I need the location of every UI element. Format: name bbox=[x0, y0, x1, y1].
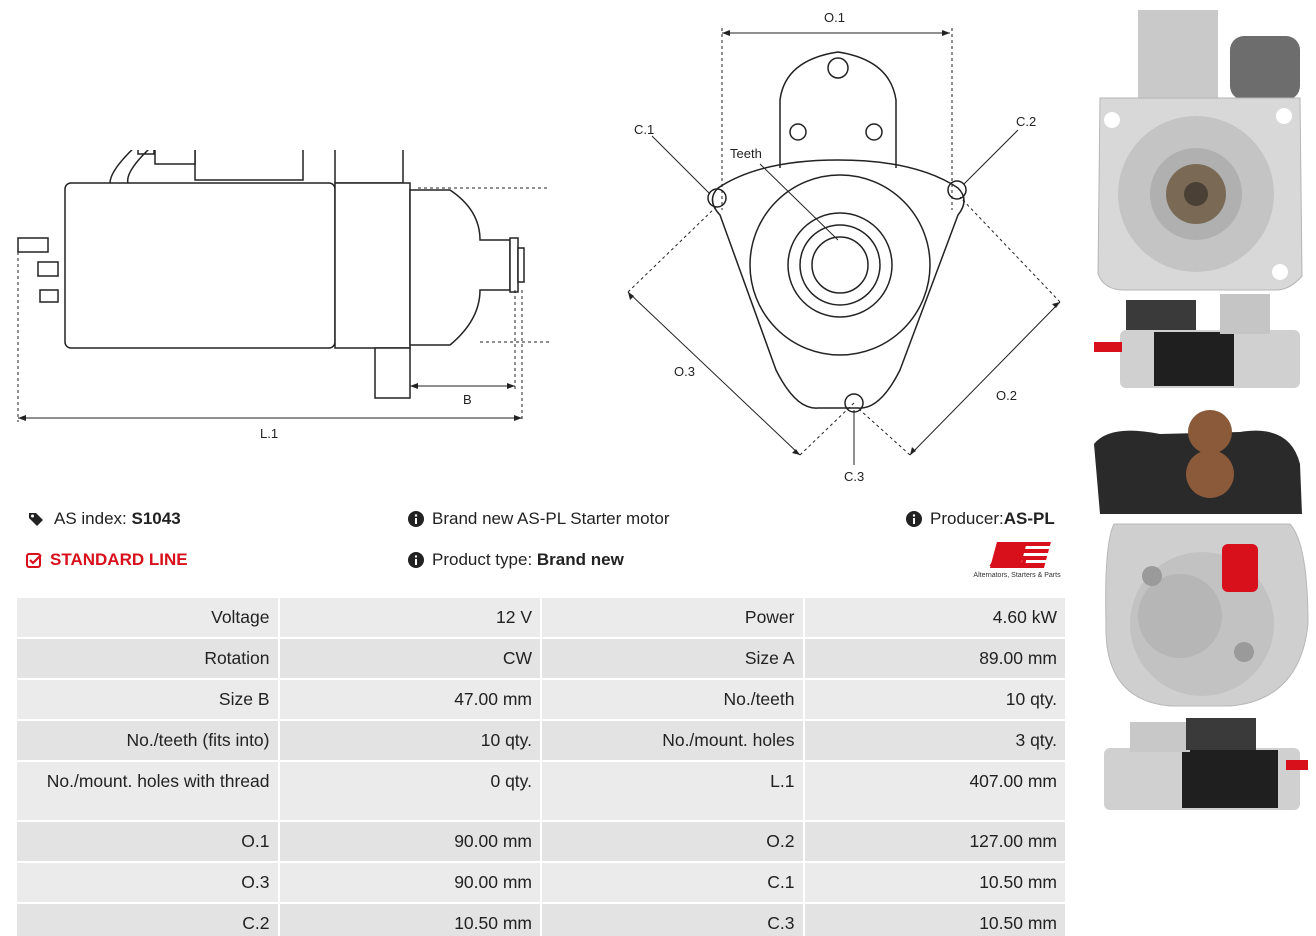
spec-label: L.1 bbox=[542, 762, 803, 820]
dim-label-c2: C.2 bbox=[1016, 114, 1036, 129]
as-index: AS index: S1043 bbox=[26, 509, 181, 529]
spec-label: Size B bbox=[17, 680, 278, 719]
spec-value: 0 qty. bbox=[279, 762, 540, 820]
spec-value: 90.00 mm bbox=[279, 863, 540, 902]
producer: Producer: AS-PL bbox=[906, 509, 1055, 529]
spec-label: C.2 bbox=[17, 904, 278, 936]
spec-label: C.3 bbox=[542, 904, 803, 936]
product-photo-rear[interactable] bbox=[1090, 404, 1312, 710]
spec-value: 89.00 mm bbox=[804, 639, 1065, 678]
as-pl-logo: AS bbox=[989, 542, 1056, 572]
info-circle-icon bbox=[408, 552, 424, 568]
dim-label-l1: L.1 bbox=[260, 426, 278, 441]
spec-label: No./teeth bbox=[542, 680, 803, 719]
spec-label: Power bbox=[542, 598, 803, 637]
side-view-drawing: L.1 B A bbox=[17, 150, 550, 441]
dim-label-teeth: Teeth bbox=[730, 146, 762, 161]
spec-value: 3 qty. bbox=[804, 721, 1065, 760]
brand-description-text: Brand new AS-PL Starter motor bbox=[432, 509, 670, 528]
spec-label: Size A bbox=[542, 639, 803, 678]
logo-tagline: Alternators, Starters & Parts bbox=[973, 572, 1061, 579]
dim-label-o1: O.1 bbox=[824, 10, 845, 25]
dim-label-o2: O.2 bbox=[996, 388, 1017, 403]
spec-value: 90.00 mm bbox=[279, 822, 540, 861]
spec-value: CW bbox=[279, 639, 540, 678]
spec-label: No./mount. holes with thread bbox=[17, 762, 278, 820]
spec-value: 407.00 mm bbox=[804, 762, 1065, 820]
spec-value: 12 V bbox=[279, 598, 540, 637]
spec-value: 127.00 mm bbox=[804, 822, 1065, 861]
producer-value: AS-PL bbox=[1003, 509, 1055, 528]
dim-label-c3: C.3 bbox=[844, 469, 864, 484]
info-circle-icon bbox=[906, 511, 922, 527]
producer-label: Producer: bbox=[930, 509, 1004, 528]
spec-label: No./teeth (fits into) bbox=[17, 721, 278, 760]
table-row: No./teeth (fits into)10 qty.No./mount. h… bbox=[17, 721, 1065, 760]
spec-value: 4.60 kW bbox=[804, 598, 1065, 637]
product-photo-side-1[interactable] bbox=[1090, 292, 1312, 392]
product-type-label: Product type: bbox=[432, 550, 533, 569]
spec-label: C.1 bbox=[542, 863, 803, 902]
spec-value: 10.50 mm bbox=[279, 904, 540, 936]
spec-value: 10.50 mm bbox=[804, 904, 1065, 936]
tags-icon bbox=[29, 513, 43, 526]
product-type: Product type: Brand new bbox=[408, 550, 624, 570]
spec-label: No./mount. holes bbox=[542, 721, 803, 760]
spec-label: Voltage bbox=[17, 598, 278, 637]
product-photo-front[interactable] bbox=[1090, 6, 1312, 296]
spec-label: O.1 bbox=[17, 822, 278, 861]
spec-value: 10 qty. bbox=[279, 721, 540, 760]
standard-line-label: STANDARD LINE bbox=[50, 550, 188, 569]
as-index-value: S1043 bbox=[131, 509, 181, 528]
dim-label-b: B bbox=[463, 392, 472, 407]
spec-value: 47.00 mm bbox=[279, 680, 540, 719]
product-type-value: Brand new bbox=[536, 550, 624, 569]
standard-line: STANDARD LINE bbox=[26, 550, 188, 570]
front-view-drawing: O.1 C.1 C.2 Teeth O.3 O.2 C.3 bbox=[627, 10, 1061, 484]
product-photo-side-2[interactable] bbox=[1090, 714, 1312, 814]
check-square-icon bbox=[26, 553, 42, 568]
brand-description: Brand new AS-PL Starter motor bbox=[408, 509, 669, 529]
spec-value: 10 qty. bbox=[804, 680, 1065, 719]
spec-label: O.3 bbox=[17, 863, 278, 902]
info-circle-icon bbox=[408, 511, 424, 527]
spec-label: Rotation bbox=[17, 639, 278, 678]
spec-value: 10.50 mm bbox=[804, 863, 1065, 902]
logo-text: AS bbox=[989, 542, 1028, 572]
dim-label-o3: O.3 bbox=[674, 364, 695, 379]
spec-label: O.2 bbox=[542, 822, 803, 861]
as-index-label: AS index: bbox=[54, 509, 127, 528]
dim-label-c1: C.1 bbox=[634, 122, 654, 137]
